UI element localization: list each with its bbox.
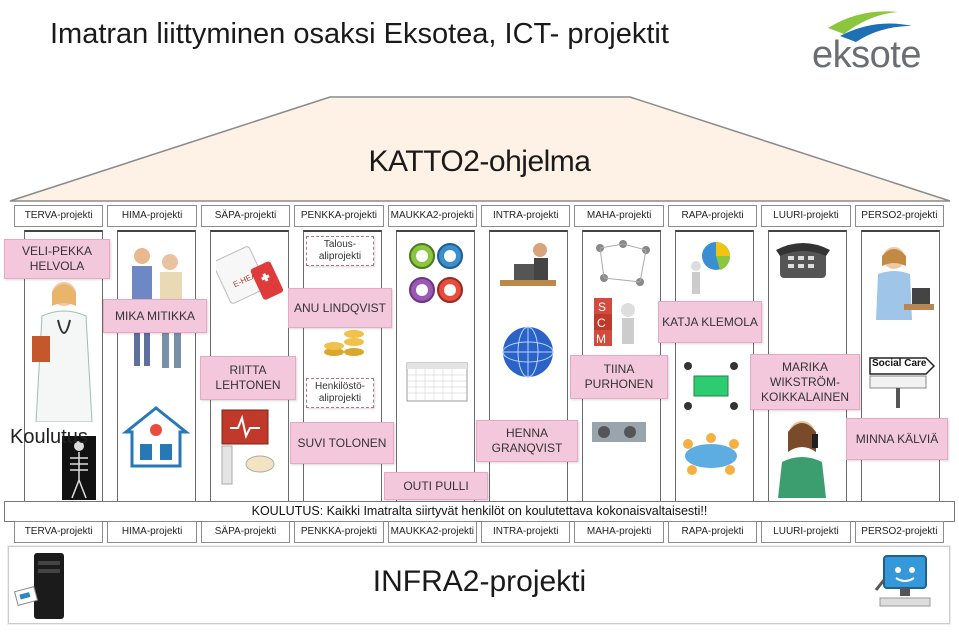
project-label: MAHA-projekti [574,205,664,227]
project-label: MAUKKA2-projekti [387,205,478,227]
name-tiina-purhonen: TIINA PURHONEN [570,355,668,399]
page-title: Imatran liittyminen osaksi Eksotea, ICT-… [50,18,669,50]
name-suvi-tolonen: SUVI TOLONEN [290,422,394,464]
name-henna-granqvist: HENNA GRANQVIST [476,420,578,462]
project-label: PERSO2-projekti [854,205,945,227]
infra2-title: INFRA2-projekti [372,565,587,598]
machinery-icon [592,422,646,442]
telephone-icon [776,243,830,278]
project-label: MAUKKA2-projekti [387,521,478,543]
name-minna-kalvia: MINNA KÄLVIÄ [846,418,948,460]
project-label: SÄPA-projekti [200,521,291,543]
teamwork-figures-icon [684,362,738,410]
project-label: RAPA-projekti [667,521,758,543]
koulutus-label: Koulutus [10,426,88,448]
project-label: INTRA-projekti [481,205,571,227]
project-label: PENKKA-projekti [294,521,384,543]
koulutus-banner: KOULUTUS: Kaikki Imatralta siirtyvät hen… [4,501,955,522]
svg-text:M: M [596,332,606,346]
project-label: HIMA-projekti [107,205,197,227]
coins-icon [324,330,364,356]
name-outi-pulli: OUTI PULLI [384,472,488,500]
project-label: RAPA-projekti [667,205,758,227]
project-label: MAHA-projekti [574,521,664,543]
name-katja-klemola: KATJA KLEMOLA [658,301,762,343]
project-label: TERVA-projekti [14,205,104,227]
henkilosto-aliprojekti-label: Henkilöstö-aliprojekti [306,378,374,408]
katto2-title: KATTO2-ohjelma [368,145,591,178]
projects-bottom-row: TERVA-projekti HIMA-projekti SÄPA-projek… [14,521,945,543]
globe-icon [502,326,554,378]
server-icon [13,553,64,619]
e-health-card-icon: E-HEALTH [216,246,284,304]
roof-shape [9,96,951,202]
eksote-logo-icon [828,11,912,42]
project-label: LUURI-projekti [761,205,851,227]
home-care-icon [122,406,190,468]
project-label: INTRA-projekti [481,521,571,543]
svg-text:S: S [598,300,606,314]
project-label: PERSO2-projekti [854,521,945,543]
name-veli-pekka-helvola: VELI-PEKKA HELVOLA [4,239,110,279]
talous-aliprojekti-label: Talous-aliprojekti [306,236,374,266]
social-care-sign-icon [869,357,936,408]
pie-chart-person-icon [691,242,731,294]
project-label: TERVA-projekti [14,521,104,543]
svg-text:C: C [597,316,606,330]
project-label: PENKKA-projekti [294,205,384,227]
woman-phone-icon [778,421,826,498]
infra-foundation [8,546,950,624]
process-clocks-icon [409,243,463,303]
laptop-worker-icon [500,243,556,286]
eksote-logo-text: eksote [812,34,921,76]
doctor-icon [32,282,93,422]
project-label: SÄPA-projekti [200,205,291,227]
computer-tech-icon [874,555,931,607]
office-worker-icon [876,247,934,320]
name-riitta-lehtonen: RIITTA LEHTONEN [200,356,296,400]
medical-devices-icon [221,409,275,485]
projects-top-row: TERVA-projekti HIMA-projekti SÄPA-projek… [14,205,945,227]
project-label: LUURI-projekti [761,521,851,543]
network-people-icon [596,240,650,286]
social-care-sign-text: Social Care [872,358,927,369]
scm-blocks-icon: S C M [594,298,635,346]
skeleton-icon [62,436,96,500]
project-label: HIMA-projekti [107,521,197,543]
name-mika-mitikka: MIKA MITIKKA [103,299,207,333]
name-anu-lindqvist: ANU LINDQVIST [288,288,392,328]
meeting-table-icon [683,433,739,475]
calendar-icon [406,362,468,402]
name-marika-wikstrom-koikkalainen: MARIKA WIKSTRÖM-KOIKKALAINEN [750,354,860,410]
